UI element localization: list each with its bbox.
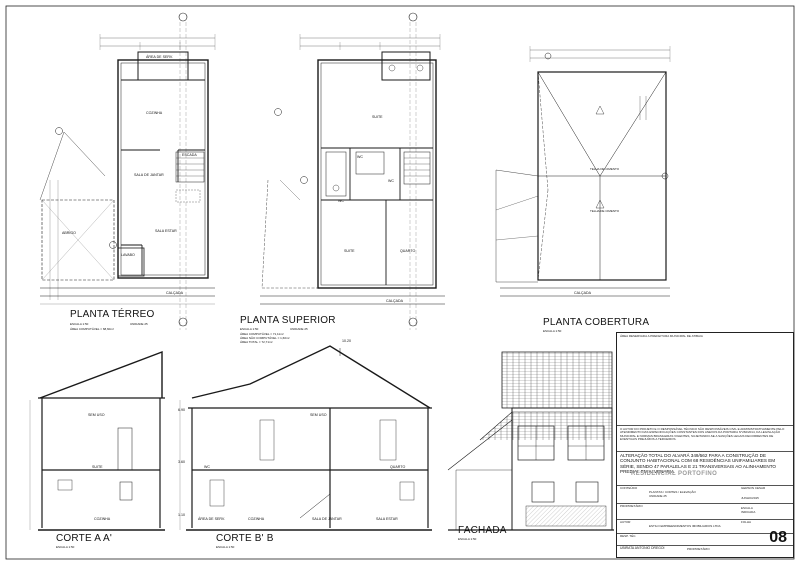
room-area-serv: ÁREA DE SERV. [146,55,173,59]
corte-bb-title: CORTE B' B [216,533,274,544]
planta-superior-scale: ESCALA 1:50 [240,327,259,331]
planta-terreo-unit: UNIDADE 25 [130,322,148,326]
corte-aa-drawing [29,350,165,531]
calcada-superior: CALÇADA [386,299,403,303]
label-escala: ESCALA [741,506,753,510]
label-conteudo: CONTEÚDO [620,486,638,490]
corte-aa-suite: SUITE [92,465,103,469]
calcada-terreo: CALÇADA [166,291,183,295]
room-lavabo: LAVABO [121,253,135,257]
corte-bb-scale: ESCALA 1:50 [216,545,235,549]
room-quarto: QUARTO [400,249,416,253]
planta-superior-title: PLANTA SUPERIOR [240,315,336,326]
label-autor: AUTOR [620,520,631,524]
owner-value: ESTILO EMPREENDIMENTOS IMOBILIARIOS LTDA [649,524,721,528]
planta-superior-area3: ÁREA TOTAL = 72,71m² [240,340,273,344]
author-value: UBIRATA ANTONIO DREGOI [620,546,665,550]
corte-bb-area-serv: ÁREA DE SERV. [198,517,225,521]
corte-aa-cozinha: COZINHA [94,517,111,521]
room-cozinha: COZINHA [146,111,163,115]
planta-terreo-title: PLANTA TÉRREO [70,309,155,320]
level-marker-2: 3.60 [178,460,185,464]
sheet-number: 08 [769,529,787,546]
content-value: PLANTAS / CORTES / ELEVAÇÃO [649,490,696,494]
room-suite-2: SUITE [344,249,355,253]
project-logo-text: RESIDENCIAL PORTOFINO [631,471,718,477]
fachada-drawing [447,351,614,531]
corte-aa-scale: ESCALA 1:50 [56,545,75,549]
corte-bb-sem-uso: SEM USO [310,413,327,417]
planta-cobertura-scale: ESCALA 1:50 [543,329,562,333]
corte-aa-title: CORTE A A' [56,533,112,544]
planta-cobertura-title: PLANTA COBERTURA [543,317,650,328]
planta-terreo-area: ÁREA COMPUTÁVEL = 68,60m² [70,327,114,331]
room-sala-estar: SALA ESTAR [155,229,177,233]
planta-superior-drawing [260,12,445,330]
title-block-header: ÁREA RESERVADA A PREFEITURA MUNICIPAL DE… [620,334,703,338]
room-sala-jantar: SALA DE JANTAR [134,173,164,177]
roof-tile-2: TELHA DE CIMENTO [590,209,620,213]
label-proprietario: PROPRIETÁRIO [620,504,643,508]
planta-terreo-scale: ESCALA 1:50 [70,322,89,326]
room-escada: ESCADA [182,153,197,157]
planta-superior-area1: ÁREA COMPUTÁVEL = 71,11m² [240,332,284,336]
label-resp-tec: RESP. TÉC. [620,534,637,538]
roof-tile-1: TELHA DE CIMENTO [590,167,620,171]
room-wc-3: WC [388,179,394,183]
level-marker-3: 1.10 [178,513,185,517]
fachada-title: FACHADA [458,525,507,536]
room-abrigo: ABRIGO [62,231,76,235]
drawn-by-value: GERSON CESAR [741,486,766,490]
corte-bb-sala-estar: SALA ESTAR [376,517,398,521]
level-marker-1: 6.90 [178,408,185,412]
room-suite-1: SUITE [372,115,383,119]
responsibility-statement: O AUTOR DO PROJETO E O RESPONSÁVEL TÉCNI… [620,427,785,442]
author-label: PROPRIETÁRIO [687,547,710,551]
planta-cobertura-drawing [495,46,671,297]
corte-bb-cozinha: COZINHA [248,517,265,521]
corte-bb-drawing [179,345,432,531]
title-block: ÁREA RESERVADA A PREFEITURA MUNICIPAL DE… [616,332,794,558]
fachada-scale: ESCALA 1:50 [458,537,477,541]
planta-superior-unit: UNIDADE 25 [290,327,308,331]
planta-terreo-drawing [39,12,216,330]
room-wc-1: WC [357,155,363,159]
sheet-border [5,5,795,560]
corte-bb-quarto: QUARTO [390,465,406,469]
corte-bb-wc: WC [204,465,210,469]
planta-superior-area2: ÁREA NÃO COMPUTÁVEL = 1,60m² [240,336,290,340]
corte-bb-sala-jantar: SALA DE JANTAR [312,517,342,521]
project-logo: RESIDENCIAL PORTOFINO [617,467,793,485]
calcada-cobertura: CALÇADA [574,291,591,295]
date-value: JUNHO/2015 [741,496,759,500]
level-marker-top: 10.20 [342,339,351,343]
corte-aa-sem-uso: SEM USO [88,413,105,417]
label-folha: FOLHA [741,520,752,524]
alteration-statement: ALTERAÇÃO TOTAL DO ALVARÁ 349/562 PARA A… [620,453,776,474]
unit-value: UNIDADE 25 [649,494,667,498]
room-wc-2: WC [338,199,344,203]
scale-value: INDICADA [741,510,756,514]
